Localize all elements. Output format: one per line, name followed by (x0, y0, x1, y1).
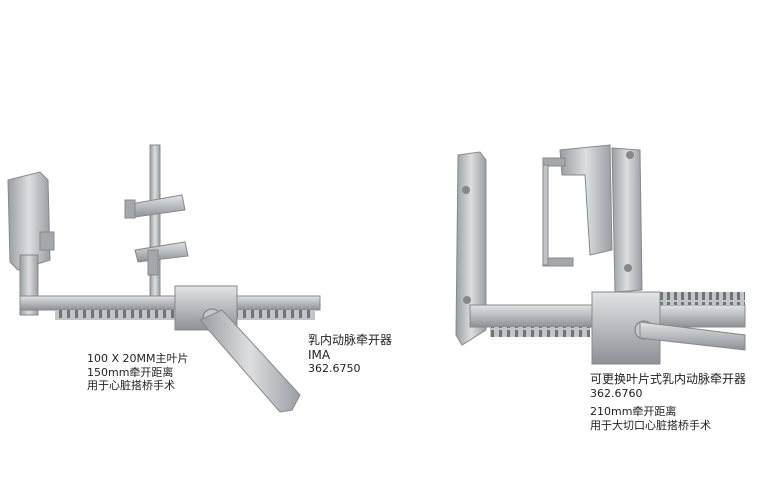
spec-line: 150mm牵开距离 (87, 365, 174, 379)
spec-line: 用于心脏搭桥手术 (87, 379, 175, 392)
product-2-title: 可更换叶片式乳内动脉牵开器 362.6760 (590, 372, 746, 401)
product-code: 362.6760 (590, 386, 643, 400)
spec-line: 100 X 20MM主叶片 (87, 352, 189, 365)
retractor-ima-image (7, 144, 321, 413)
product-name: 乳内动脉牵开器 (308, 333, 393, 347)
spec-line: 210mm牵开距离 (590, 405, 677, 418)
product-name: 可更换叶片式乳内动脉牵开器 (590, 372, 747, 386)
product-1-specs: 100 X 20MM主叶片 150mm牵开距离 用于心脏搭桥手术 (87, 352, 189, 393)
spec-line: 用于大切口心脏搭桥手术 (590, 418, 711, 432)
product-code: 362.6750 (308, 362, 361, 375)
product-2-specs: 210mm牵开距离 用于大切口心脏搭桥手术 (590, 405, 711, 432)
product-subtitle: IMA (308, 347, 331, 362)
product-1-title: 乳内动脉牵开器 IMA 362.6750 (308, 333, 392, 377)
retractor-6760-image (455, 144, 746, 365)
